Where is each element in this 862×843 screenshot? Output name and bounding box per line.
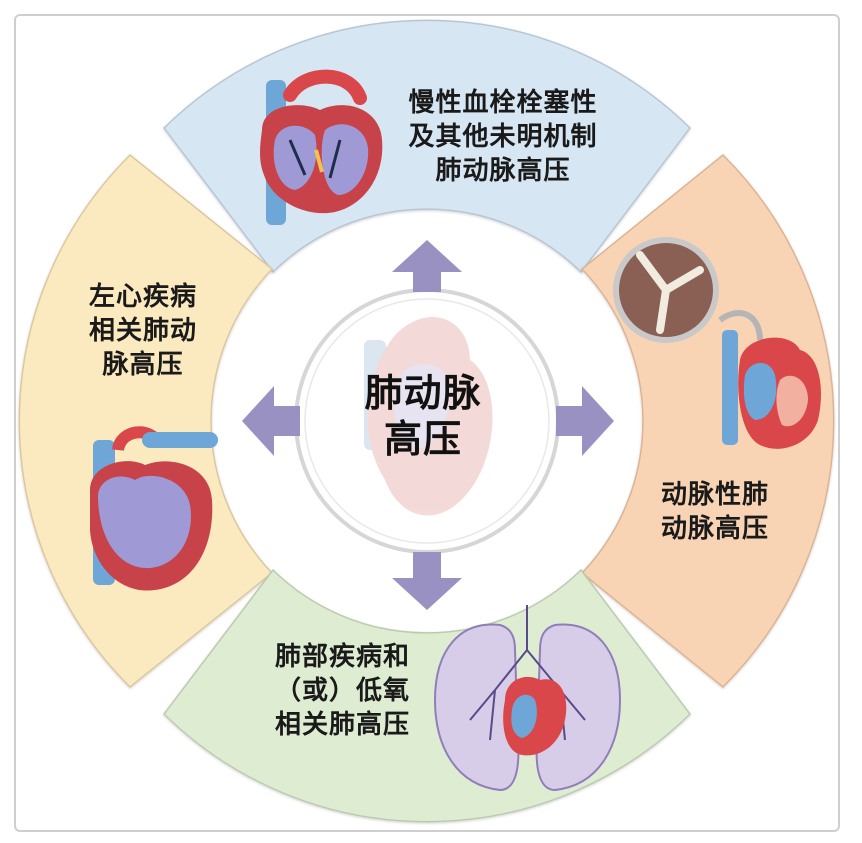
arrow-right [556,386,614,456]
arrow-left [242,386,300,456]
center-title-line: 高压 [383,417,462,461]
segment-right-label-line: 动脉高压 [660,514,769,544]
center-title-line: 肺动脉 [364,371,482,415]
segment-left-label: 左心疾病 相关肺动 脉高压 [68,280,218,382]
segment-left [18,153,274,689]
segment-top-label-line: 及其他未明机制 [408,122,598,152]
segment-right-label-line: 动脉性肺 [660,480,769,510]
segment-right-label: 动脉性肺 动脉高压 [640,478,790,546]
segment-bottom-label-line: 相关肺高压 [274,710,410,740]
segment-bottom-label-line: 肺部疾病和 [274,642,410,672]
center-title: 肺动脉 高压 [323,370,523,462]
segment-left-label-line: 相关肺动 [88,316,197,346]
arrow-down [392,552,462,610]
heart-icon [90,426,218,591]
center-hub [294,288,560,554]
segment-top-label-line: 慢性血栓栓塞性 [408,88,598,118]
arrow-up [392,240,462,292]
segment-bottom-label: 肺部疾病和 （或）低氧 相关肺高压 [255,640,430,742]
lungs-heart-icon [433,605,622,792]
heart-valve-icon [613,237,821,449]
segment-top-label-line: 肺动脉高压 [435,156,571,186]
faded-heart-icon [364,316,493,516]
segment-left-label-line: 脉高压 [102,350,184,380]
segment-left-label-line: 左心疾病 [88,282,197,312]
heart-blood-flow-icon [260,69,383,225]
arrows [242,240,614,610]
segment-bottom-label-line: （或）低氧 [274,676,410,706]
segment-top-label: 慢性血栓栓塞性 及其他未明机制 肺动脉高压 [388,86,618,188]
